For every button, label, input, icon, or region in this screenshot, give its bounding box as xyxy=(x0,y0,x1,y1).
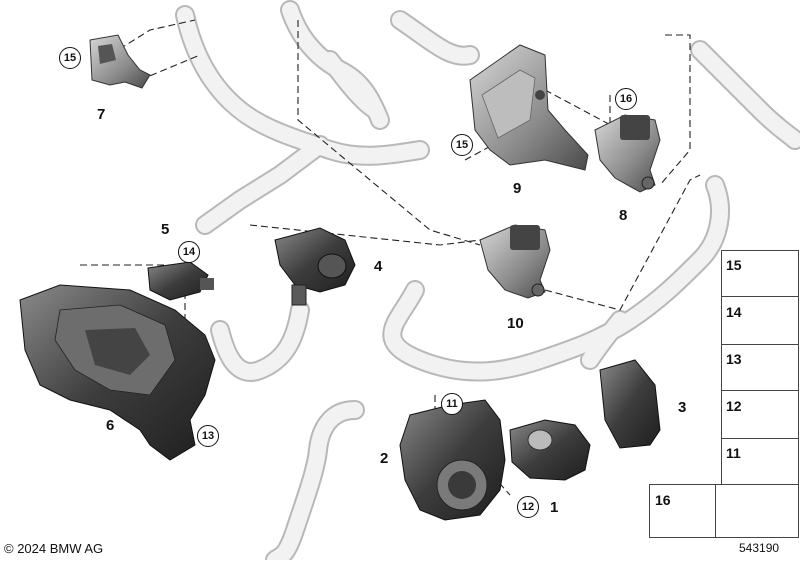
legend-label-13: 13 xyxy=(726,351,742,367)
callout-9: 9 xyxy=(513,180,522,197)
callout-10: 10 xyxy=(507,315,524,332)
part-10-valve xyxy=(479,224,551,299)
part-1-motor xyxy=(509,419,591,481)
part-3-cover xyxy=(599,359,661,449)
part-7-bracket xyxy=(89,34,151,89)
hose-ghosts xyxy=(175,0,800,565)
legend-row-14 xyxy=(721,296,799,347)
callout-8: 8 xyxy=(619,207,628,224)
callout-1: 1 xyxy=(550,499,559,516)
callout-4: 4 xyxy=(374,258,383,275)
image-id: 543190 xyxy=(739,541,780,555)
legend-row-13 xyxy=(721,344,799,393)
copyright: © 2024 BMW AG xyxy=(4,541,104,556)
part-5-valve xyxy=(147,261,214,301)
callout-3: 3 xyxy=(678,399,687,416)
legend-label-14: 14 xyxy=(726,304,742,320)
circled-callout-16: 16 xyxy=(615,88,637,110)
legend-row-11 xyxy=(721,438,799,487)
circled-callout-11: 11 xyxy=(441,393,463,415)
callout-7: 7 xyxy=(97,106,106,123)
legend-row-12 xyxy=(721,390,799,441)
callout-2: 2 xyxy=(380,450,389,467)
legend-arrow-cell xyxy=(715,484,799,538)
circled-callout-15-a: 15 xyxy=(59,47,81,69)
circled-callout-13: 13 xyxy=(197,425,219,447)
callout-5: 5 xyxy=(161,221,170,238)
legend-label-12: 12 xyxy=(726,398,742,414)
callout-6: 6 xyxy=(106,417,115,434)
part-6-housing xyxy=(19,284,216,461)
part-4-pump xyxy=(274,227,356,306)
circled-callout-15-b: 15 xyxy=(451,134,473,156)
circled-callout-12: 12 xyxy=(517,496,539,518)
legend-label-15: 15 xyxy=(726,257,742,273)
part-2-housing xyxy=(399,399,506,521)
legend-label-16: 16 xyxy=(655,492,671,508)
part-9-bracket xyxy=(469,44,589,171)
part-8-valve xyxy=(594,114,661,193)
circled-callout-14: 14 xyxy=(178,241,200,263)
legend-label-11: 11 xyxy=(726,445,741,461)
